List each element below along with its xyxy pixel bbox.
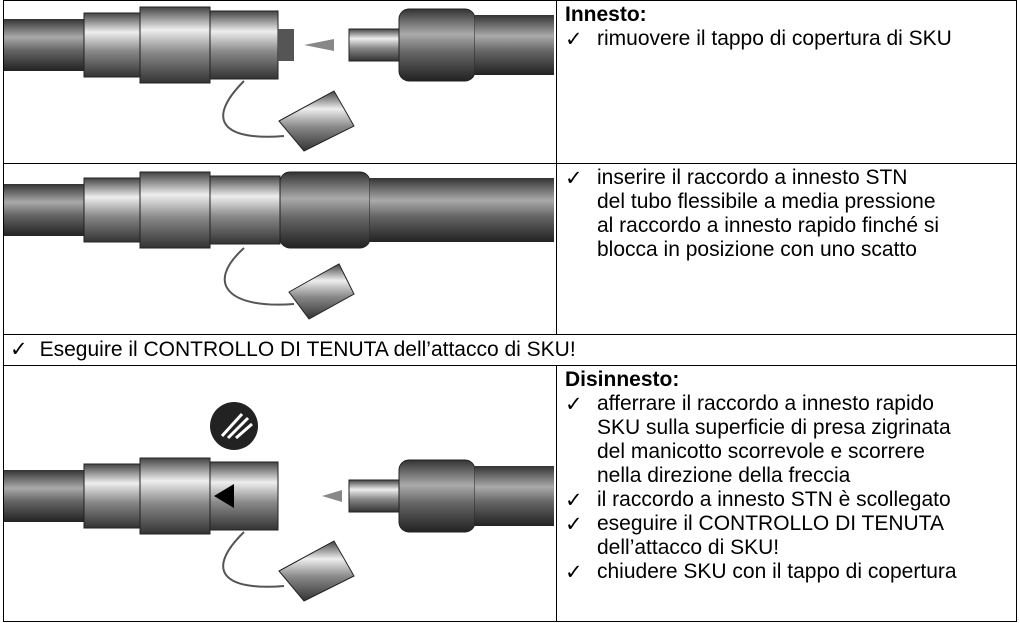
plug-grip <box>398 459 476 533</box>
check-icon: ✓ <box>565 166 583 190</box>
hose-right <box>370 178 554 242</box>
arrow-icon <box>322 490 342 502</box>
coupling-tip <box>278 29 294 61</box>
row-connect-step1: Innesto: ✓ rimuovere il tappo di copertu… <box>3 0 1017 164</box>
illustration-disconnect <box>3 365 557 622</box>
step-item: ✓ inserire il raccordo a innesto STN del… <box>565 166 1016 262</box>
knurled-sleeve <box>209 175 281 245</box>
hex-nut <box>83 12 141 78</box>
step-item-line: al raccordo a innesto rapido finché si <box>597 214 940 237</box>
check-icon: ✓ <box>565 27 583 51</box>
leak-check-text: Eseguire il CONTROLLO DI TENUTA dell’att… <box>39 338 576 361</box>
cap-tether <box>223 247 295 306</box>
check-icon: ✓ <box>10 337 28 361</box>
hand-grip-icon <box>220 412 253 440</box>
cover-cap <box>278 90 355 152</box>
step-heading: Innesto: <box>565 3 647 26</box>
instruction-text: ✓ inserire il raccordo a innesto STN del… <box>556 163 1017 335</box>
coupling-disconnect-illustration <box>4 402 554 602</box>
instruction-text: Innesto: ✓ rimuovere il tappo di copertu… <box>556 0 1017 164</box>
instruction-table: Innesto: ✓ rimuovere il tappo di copertu… <box>3 0 1017 622</box>
check-icon: ✓ <box>565 560 583 584</box>
check-icon: ✓ <box>565 488 583 512</box>
row-disconnect: Disinnesto: ✓ afferrare il raccordo a in… <box>3 365 1017 622</box>
step-item-text: rimuovere il tappo di copertura di SKU <box>597 27 952 50</box>
step-item-line: SKU sulla superficie di presa zigrinata <box>597 416 951 439</box>
step-item: ✓ chiudere SKU con il tappo di copertura <box>565 560 1016 584</box>
plug-nipple <box>348 479 400 513</box>
hand-grip-icon <box>210 402 258 450</box>
row-connect-step2: ✓ inserire il raccordo a innesto STN del… <box>3 163 1017 335</box>
step-item-line: nella direzione della freccia <box>597 464 851 487</box>
step-item-line: del manicotto scorrevole e scorrere <box>597 440 925 463</box>
knurled-sleeve <box>209 10 279 80</box>
hose-left <box>4 184 84 236</box>
step-item: ✓ il raccordo a innesto STN è scollegato <box>565 488 1016 512</box>
cap-tether <box>222 531 285 588</box>
hex-nut <box>83 177 141 243</box>
row-leak-check: ✓ Eseguire il CONTROLLO DI TENUTA dell’at… <box>3 334 1017 366</box>
step-item-text: chiudere SKU con il tappo di copertura <box>597 560 957 583</box>
illustration-coupled <box>3 163 557 335</box>
step-item-line: del tubo flessibile a media pressione <box>597 190 936 213</box>
leak-check-note: ✓ Eseguire il CONTROLLO DI TENUTA dell’at… <box>3 334 1017 366</box>
step-item-text: il raccordo a innesto STN è scollegato <box>597 488 951 511</box>
cover-cap <box>278 540 355 602</box>
step-item-line: eseguire il CONTROLLO DI TENUTA <box>597 512 944 535</box>
step-item-line: blocca in posizione con uno scatto <box>597 238 917 261</box>
check-icon: ✓ <box>565 512 583 536</box>
coupling-body <box>139 6 211 84</box>
hose-right <box>475 466 554 526</box>
cap-tether <box>222 80 285 138</box>
hose-left <box>4 470 84 522</box>
coupling-body <box>139 171 211 249</box>
coupling-uncoupled-illustration <box>4 6 554 152</box>
hose-left <box>4 19 84 71</box>
arrow-icon <box>304 39 334 51</box>
instruction-sheet: Innesto: ✓ rimuovere il tappo di copertu… <box>3 0 1017 622</box>
step-item-line: afferrare il raccordo a innesto rapido <box>597 392 934 415</box>
coupling-coupled-illustration <box>4 171 554 320</box>
step-item: ✓ eseguire il CONTROLLO DI TENUTA dell’a… <box>565 512 1016 560</box>
cover-cap <box>288 263 355 320</box>
step-item: ✓ rimuovere il tappo di copertura di SKU <box>565 27 1016 51</box>
plug-nipple <box>348 28 400 62</box>
instruction-text: Disinnesto: ✓ afferrare il raccordo a in… <box>556 365 1017 622</box>
illustration-uncoupled <box>3 0 557 164</box>
plug-grip <box>398 8 476 82</box>
step-item-line: dell’attacco di SKU! <box>597 536 780 559</box>
step-heading: Disinnesto: <box>565 368 680 391</box>
step-item-line: inserire il raccordo a innesto STN <box>597 166 908 189</box>
plug-grip <box>279 171 371 249</box>
hose-right <box>475 15 554 75</box>
hex-nut <box>83 463 141 529</box>
arrow-icon <box>214 484 234 508</box>
check-icon: ✓ <box>565 392 583 416</box>
step-item: ✓ afferrare il raccordo a innesto rapido… <box>565 392 1016 488</box>
coupling-body <box>139 457 211 535</box>
